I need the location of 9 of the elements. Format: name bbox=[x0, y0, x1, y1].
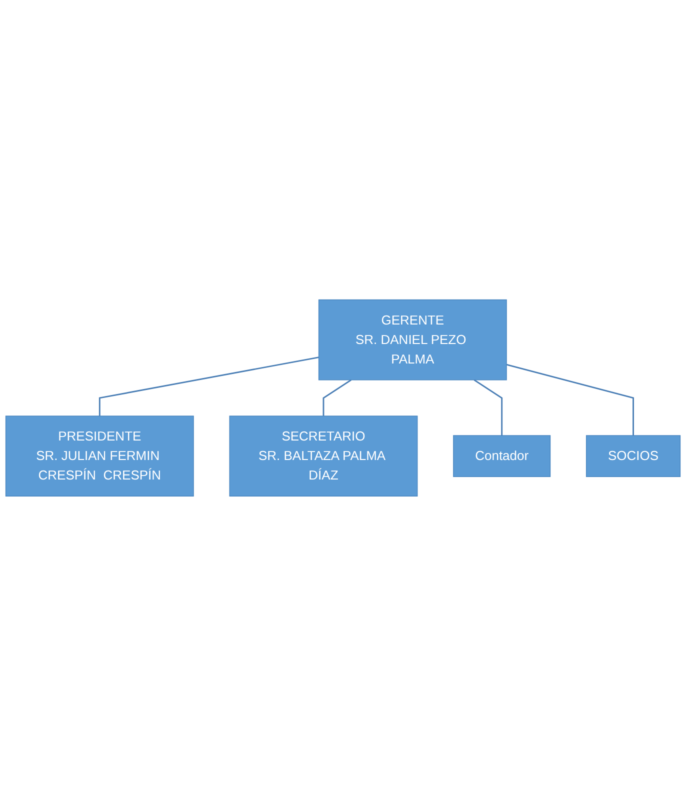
node-box: SOCIOS bbox=[586, 435, 681, 478]
connector bbox=[322, 379, 352, 416]
connector bbox=[98, 356, 319, 416]
node-box: PRESIDENTE SR. JULIAN FERMIN CRESPÍN CRESPÍN bbox=[5, 416, 194, 497]
connector bbox=[506, 364, 634, 436]
node-box: GERENTE SR. DANIEL PEZO PALMA bbox=[318, 299, 507, 380]
node-box: SECRETARIO SR. BALTAZA PALMA DÍAZ bbox=[229, 416, 418, 497]
node-box: Contador bbox=[453, 435, 551, 478]
connector bbox=[474, 379, 503, 436]
